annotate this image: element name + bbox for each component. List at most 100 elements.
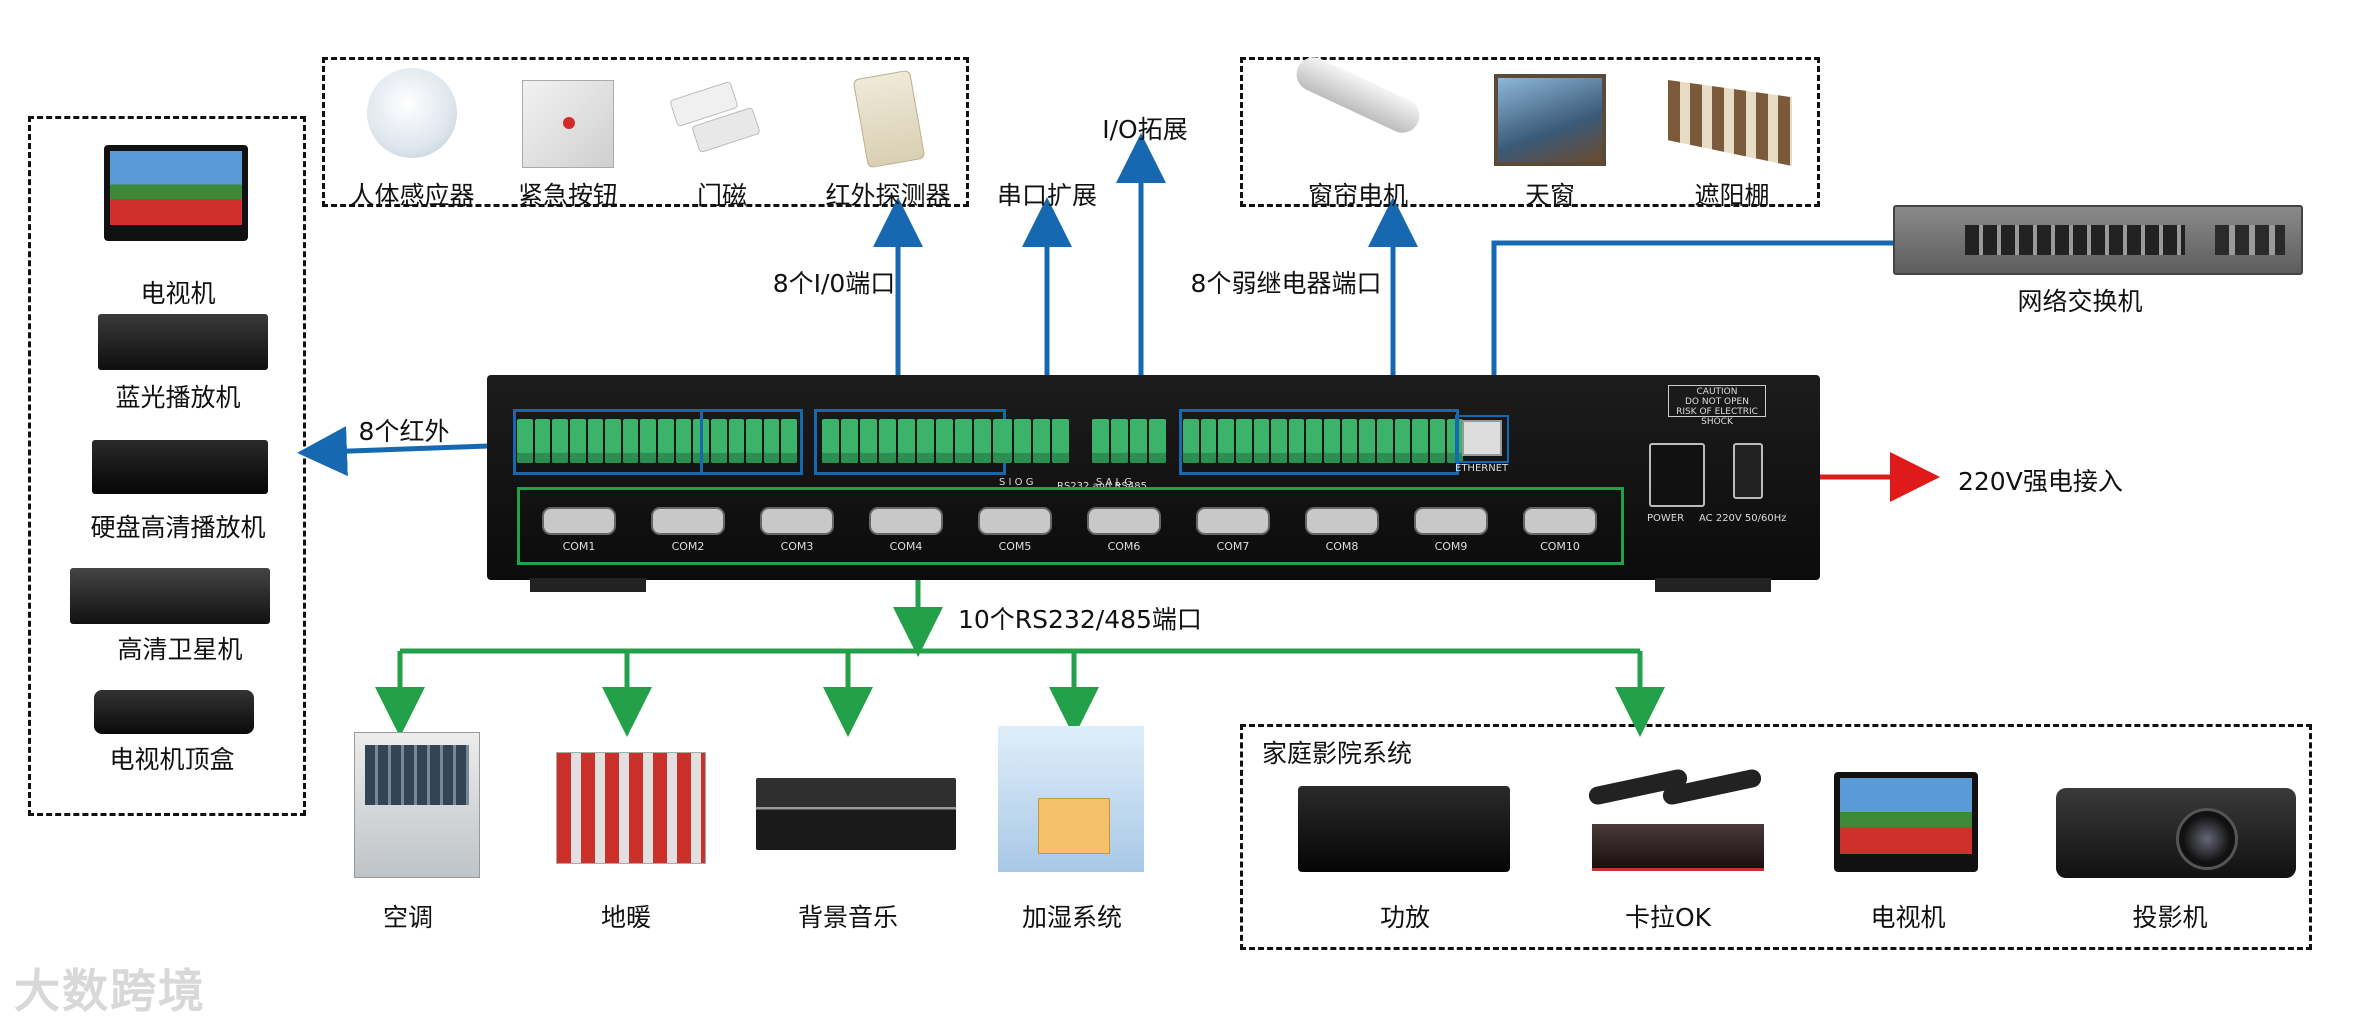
com-label-10: COM10 xyxy=(1540,540,1580,553)
sensor-label-1: 人体感应器 xyxy=(349,181,475,210)
com-port-3 xyxy=(760,507,834,535)
ac-label: AC 220V 50/60Hz xyxy=(1699,513,1787,524)
theater-label-3: 电视机 xyxy=(1870,903,1946,932)
bottom-label-1: 空调 xyxy=(382,903,434,932)
network-switch-label: 网络交换机 xyxy=(2017,287,2143,316)
io-expand-terminal-block xyxy=(1092,415,1172,475)
sensor-label-4: 红外探测器 xyxy=(825,181,951,210)
theater-label-2: 卡拉OK xyxy=(1624,903,1712,932)
window-label-1: 窗帘电机 xyxy=(1307,181,1409,210)
power-label: POWER xyxy=(1647,513,1685,524)
com-port-4 xyxy=(869,507,943,535)
com-label-8: COM8 xyxy=(1325,540,1359,553)
ethernet-link xyxy=(1491,240,1895,436)
hd-media-player-icon xyxy=(92,440,268,494)
caution-title: CAUTION xyxy=(1696,387,1738,397)
theater-label-4: 投影机 xyxy=(2132,903,2208,932)
ir-port-highlight-2 xyxy=(513,409,803,475)
emergency-button-icon xyxy=(522,80,614,168)
com-port-7 xyxy=(1196,507,1270,535)
skylight-icon xyxy=(1494,74,1606,166)
com-label-5: COM5 xyxy=(998,540,1032,553)
window-group-box xyxy=(1240,57,1820,207)
home-theater-title: 家庭影院系统 xyxy=(1262,739,1413,768)
serial-terminal-block xyxy=(995,415,1075,475)
door-contact-icon xyxy=(669,80,772,154)
com-port-8 xyxy=(1305,507,1379,535)
io-terminal-block xyxy=(822,415,1012,475)
power-inlet xyxy=(1649,443,1705,507)
bottom-label-2: 地暖 xyxy=(600,903,652,932)
av-label-3: 硬盘高清播放机 xyxy=(90,513,266,542)
com-port-5 xyxy=(978,507,1052,535)
relay-port-highlight xyxy=(1179,409,1459,475)
air-conditioner-icon xyxy=(354,732,480,878)
sensor-label-2: 紧急按钮 xyxy=(517,181,619,210)
com-label-9: COM9 xyxy=(1434,540,1468,553)
bottom-label-3: 背景音乐 xyxy=(797,903,899,932)
io-port-highlight xyxy=(814,409,1006,475)
rs-port-label: 10个RS232/485端口 xyxy=(958,605,1202,634)
home-theater-group-box xyxy=(1240,724,2312,950)
chassis-foot-left xyxy=(530,578,646,592)
sensor-group-box xyxy=(322,57,969,207)
io-expand-label: I/O拓展 xyxy=(1102,115,1188,144)
salg-label: S A L G xyxy=(1096,477,1133,488)
floor-heating-icon xyxy=(556,752,706,864)
sensor-label-3: 门磁 xyxy=(696,181,748,210)
com-label-6: COM6 xyxy=(1107,540,1141,553)
caution-label: CAUTION DO NOT OPEN RISK OF ELECTRIC SHO… xyxy=(1668,385,1766,427)
projector-icon xyxy=(2056,788,2296,878)
power-switch xyxy=(1733,443,1763,499)
av-label-5: 电视机顶盒 xyxy=(109,745,235,774)
chassis-foot-right xyxy=(1655,578,1771,592)
amplifier-icon xyxy=(1298,786,1510,872)
io-port-label: 8个I/0端口 xyxy=(772,269,896,298)
tv-icon xyxy=(104,145,248,241)
com-port-6 xyxy=(1087,507,1161,535)
ir-label: 8个红外 xyxy=(358,417,450,446)
caution-line-1: DO NOT OPEN xyxy=(1685,397,1749,407)
ethernet-highlight xyxy=(1455,415,1509,463)
window-label-2: 天窗 xyxy=(1524,181,1576,210)
set-top-box-icon xyxy=(94,690,254,734)
satellite-receiver-icon xyxy=(70,568,270,624)
background-music-icon xyxy=(756,778,956,850)
serial-expand-label: 串口扩展 xyxy=(996,181,1098,210)
av-label-2: 蓝光播放机 xyxy=(115,383,241,412)
window-label-3: 遮阳棚 xyxy=(1694,181,1770,210)
ethernet-port xyxy=(1462,420,1502,456)
com-label-2: COM2 xyxy=(671,540,705,553)
network-switch-icon xyxy=(1893,205,2303,275)
com-label-3: COM3 xyxy=(780,540,814,553)
av-label-4: 高清卫星机 xyxy=(117,635,243,664)
ir-arrow xyxy=(297,426,516,477)
com-label-7: COM7 xyxy=(1216,540,1250,553)
theater-tv-icon xyxy=(1834,772,1978,872)
karaoke-icon xyxy=(1578,767,1772,880)
com-label-1: COM1 xyxy=(562,540,596,553)
relay-terminal-block xyxy=(1183,415,1463,475)
com-port-10 xyxy=(1523,507,1597,535)
caution-line-2: RISK OF ELECTRIC SHOCK xyxy=(1676,407,1758,427)
com-port-9 xyxy=(1414,507,1488,535)
relay-port-label: 8个弱继电器端口 xyxy=(1190,269,1382,298)
rs-header-label: RS232 and RS485 xyxy=(1057,481,1147,492)
humidifier-icon xyxy=(998,726,1144,872)
com-port-1 xyxy=(542,507,616,535)
ir-terminal-block xyxy=(517,415,797,475)
watermark: 大数跨境 xyxy=(14,964,206,1018)
com-port-highlight xyxy=(517,487,1624,565)
blu-ray-player-icon xyxy=(98,314,268,370)
theater-label-1: 功放 xyxy=(1379,903,1431,932)
gio-label: S I O G xyxy=(999,477,1034,488)
controller-chassis: S I O G S A L G ETHERNET RS232 and RS485… xyxy=(487,375,1820,580)
motion-sensor-icon xyxy=(367,68,457,158)
com-label-4: COM4 xyxy=(889,540,923,553)
com-port-2 xyxy=(651,507,725,535)
power-input-label: 220V强电接入 xyxy=(1958,467,2123,496)
bottom-label-4: 加湿系统 xyxy=(1021,903,1123,932)
ethernet-label: ETHERNET xyxy=(1455,463,1509,474)
av-label-1: 电视机 xyxy=(140,279,216,308)
